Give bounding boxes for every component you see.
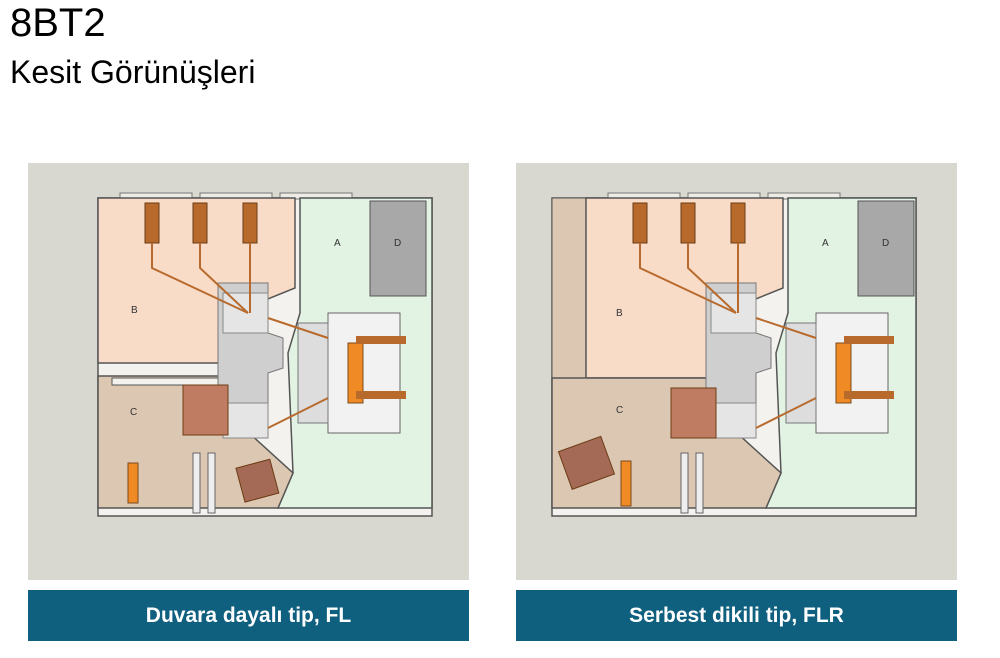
- compartment-label-b: B: [616, 308, 623, 319]
- caption-fl: Duvara dayalı tip, FL: [28, 590, 469, 641]
- page-title: 8BT2: [10, 1, 106, 45]
- switchgear-cross-section-flr: A D B C: [551, 192, 917, 517]
- compartment-label-b: B: [131, 305, 138, 316]
- switchgear-cross-section-fl: A D B C: [97, 192, 433, 517]
- caption-flr: Serbest dikili tip, FLR: [516, 590, 957, 641]
- page-subtitle: Kesit Görünüşleri: [10, 54, 256, 90]
- compartment-label-a: A: [334, 238, 341, 249]
- compartment-label-d: D: [882, 238, 889, 249]
- switchgear-section-flr: A D B C: [516, 163, 957, 580]
- switchgear-section-fl: A D B C: [28, 163, 469, 580]
- compartment-label-c: C: [616, 405, 623, 416]
- compartment-label-d: D: [394, 238, 401, 249]
- compartment-label-c: C: [130, 407, 137, 418]
- compartment-label-a: A: [822, 238, 829, 249]
